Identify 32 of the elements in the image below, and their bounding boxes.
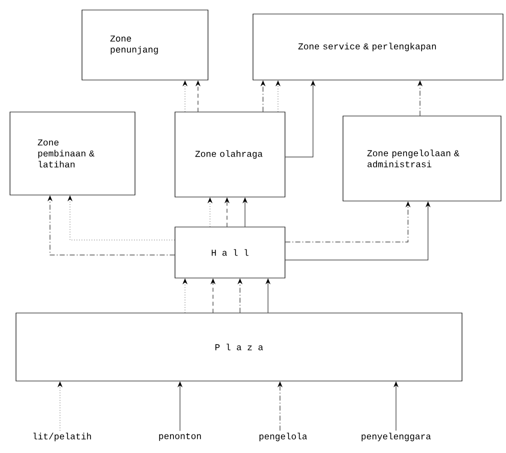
arrow xyxy=(285,202,430,260)
arrow xyxy=(68,196,175,240)
arrow xyxy=(266,278,270,313)
role-label: lit/pelatih xyxy=(33,432,91,442)
zone-box: Zone service & perlengkapan xyxy=(252,14,504,80)
arrow xyxy=(260,80,266,112)
role-label: pengelola xyxy=(259,432,307,442)
arrow xyxy=(278,382,282,431)
role-label: penyelenggara xyxy=(362,432,431,442)
arrow xyxy=(242,198,248,227)
arrow xyxy=(210,278,216,313)
arrow xyxy=(418,80,422,116)
arrow xyxy=(394,382,398,431)
plaza-box: P l a z a xyxy=(16,312,462,382)
zone-box: Zone olahraga xyxy=(174,112,286,198)
arrow xyxy=(224,198,230,227)
arrow xyxy=(196,80,200,112)
arrow xyxy=(285,80,316,158)
hall-box: H a l l xyxy=(174,226,286,278)
arrow xyxy=(276,80,280,112)
arrow xyxy=(238,278,242,313)
arrow xyxy=(178,382,182,432)
arrow xyxy=(58,382,62,431)
arrow xyxy=(182,80,188,112)
zone-box: Zone penunjang xyxy=(82,10,208,80)
arrow xyxy=(48,196,175,256)
arrow xyxy=(208,198,212,227)
zone-box: Zone pengelolaan & administrasi xyxy=(342,116,502,202)
arrow xyxy=(285,202,410,242)
arrow xyxy=(182,278,188,313)
role-label: penonton xyxy=(159,433,201,441)
zone-box: Zone pembinaan & latihan xyxy=(10,112,136,196)
